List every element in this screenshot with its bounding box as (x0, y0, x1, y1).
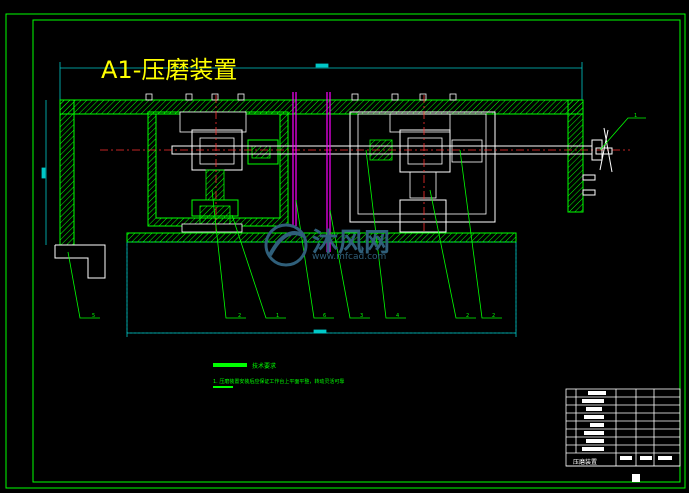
watermark-url: www.mfcad.com (312, 252, 387, 262)
svg-text:6: 6 (323, 313, 326, 319)
notes-heading: 技术要求 (252, 363, 277, 370)
svg-text:5: 5 (92, 313, 95, 319)
right-housing (349, 111, 496, 233)
svg-text:2: 2 (466, 313, 469, 319)
svg-text:1: 1 (634, 113, 637, 119)
title-block (565, 388, 681, 467)
guide-rods (292, 92, 331, 252)
svg-text:1: 1 (276, 313, 279, 319)
outer-frame (5, 13, 686, 489)
inner-frame (32, 19, 681, 483)
svg-text:3: 3 (360, 313, 363, 319)
title-block-name: 压磨装置 (573, 459, 598, 466)
notes-bar (213, 363, 247, 367)
base-plate (126, 232, 517, 334)
watermark-brand: 沐风网 (312, 228, 391, 258)
leader-lines (67, 117, 646, 319)
notes-underline (213, 386, 233, 388)
svg-text:2: 2 (238, 313, 241, 319)
svg-text:2: 2 (492, 313, 495, 319)
left-dimension (41, 100, 47, 245)
main-frame-hatched (54, 99, 596, 279)
handwheel (591, 127, 613, 173)
title-block-fill (582, 391, 672, 482)
top-dimension (59, 62, 583, 100)
vertical-centerlines (215, 95, 425, 232)
top-bolts (145, 93, 457, 101)
watermark-logo (264, 223, 308, 267)
left-housing (147, 111, 289, 233)
notes-line: 1. 压磨装置安装后应保证工作台上平面平整，转动灵活可靠 (213, 379, 345, 385)
svg-text:4: 4 (396, 313, 399, 319)
drawing-title: A1-压磨装置 (101, 56, 238, 84)
balloon-numbers: 5 2 1 6 3 4 2 2 1 (92, 113, 637, 319)
